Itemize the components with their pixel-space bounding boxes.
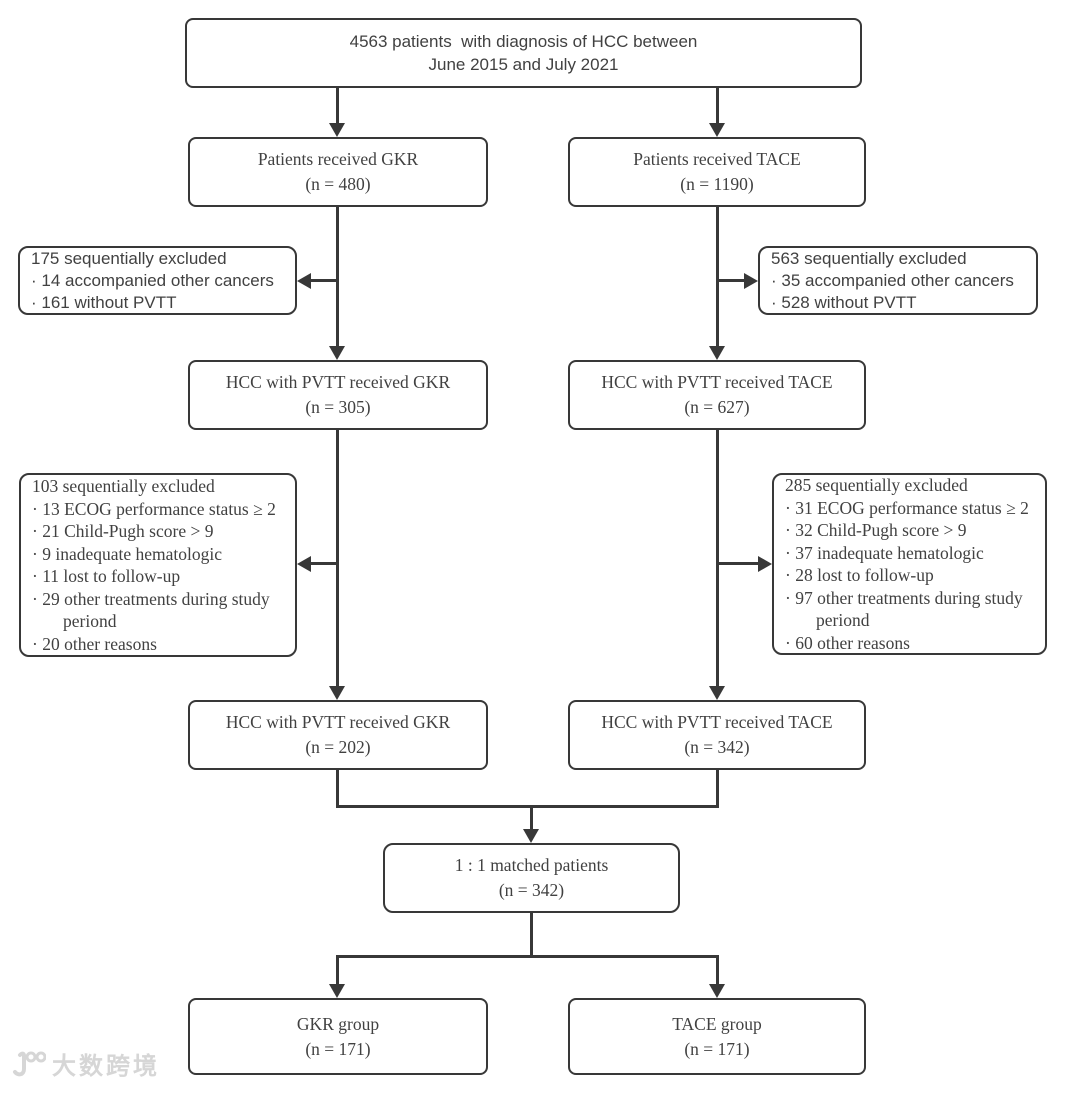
exclusion-line: · 9 inadequate hematologic	[32, 543, 222, 564]
split-left-drop	[336, 955, 339, 984]
merge-right-drop	[716, 770, 719, 808]
arrowhead-down-icon	[329, 984, 345, 998]
exclusion-line: · 528 without PVTT	[771, 292, 917, 312]
box-gkr-group-line2: (n = 171)	[305, 1038, 371, 1059]
box-tace-received-line2: (n = 1190)	[680, 174, 754, 194]
arrowhead-down-icon	[329, 123, 345, 137]
box-start-line2: June 2015 and July 2021	[428, 55, 619, 74]
connector-tace-pvtt-after	[716, 430, 719, 686]
exclusion-line-continuation: periond	[816, 610, 870, 630]
box-gkr-received: Patients received GKR (n = 480)	[188, 137, 488, 207]
box-gkr-pvtt: HCC with PVTT received GKR (n = 305)	[188, 360, 488, 430]
arrowhead-right-icon	[758, 556, 772, 572]
box-tace-after-exclusion: HCC with PVTT received TACE (n = 342)	[568, 700, 866, 770]
connector-gkr-received-pvtt	[336, 207, 339, 346]
box-tace-group-line1: TACE group	[672, 1013, 762, 1034]
box-tace-received-line1: Patients received TACE	[633, 149, 801, 169]
exclusion-line: · 32 Child-Pugh score > 9	[785, 520, 967, 540]
exclusion-line: · 28 lost to follow-up	[785, 565, 934, 585]
box-tace-after-line1: HCC with PVTT received TACE	[601, 712, 833, 732]
box-gkr-pvtt-line2: (n = 305)	[305, 397, 371, 417]
arrowhead-left-icon	[297, 273, 311, 289]
watermark-logo-icon	[12, 1049, 46, 1079]
arrowhead-down-icon	[523, 829, 539, 843]
exclusion-line: · 97 other treatments during study	[785, 587, 1023, 608]
exclusion-line: · 13 ECOG performance status ≥ 2	[32, 498, 276, 519]
box-matched-line2: (n = 342)	[498, 880, 565, 900]
arrowhead-left-icon	[297, 556, 311, 572]
merge-left-drop	[336, 770, 339, 808]
exclusion-line: 563 sequentially excluded	[771, 248, 967, 268]
exclusion-line: 175 sequentially excluded	[31, 248, 227, 268]
branch-gkr-exclusion1	[311, 279, 338, 282]
box-tace-pvtt-line2: (n = 627)	[684, 397, 750, 417]
exclusion-line: · 37 inadequate hematologic	[785, 542, 984, 563]
arrowhead-right-icon	[744, 273, 758, 289]
split-center-drop	[530, 913, 533, 958]
arrowhead-down-icon	[709, 123, 725, 137]
box-gkr-after-exclusion: HCC with PVTT received GKR (n = 202)	[188, 700, 488, 770]
box-tace-after-line2: (n = 342)	[684, 737, 750, 757]
exclusion-line: · 20 other reasons	[32, 633, 157, 654]
box-matched: 1 : 1 matched patients (n = 342)	[383, 843, 680, 913]
box-gkr-exclusion1: 175 sequentially excluded · 14 accompani…	[18, 246, 297, 315]
arrowhead-down-icon	[709, 984, 725, 998]
exclusion-line: · 21 Child-Pugh score > 9	[32, 521, 214, 541]
box-tace-pvtt: HCC with PVTT received TACE (n = 627)	[568, 360, 866, 430]
box-tace-group-line2: (n = 171)	[684, 1038, 750, 1059]
box-tace-pvtt-line1: HCC with PVTT received TACE	[601, 372, 833, 392]
connector-start-gkr	[336, 88, 339, 123]
box-gkr-group: GKR group (n = 171)	[188, 998, 488, 1075]
branch-tace-exclusion1	[716, 279, 744, 282]
branch-gkr-exclusion2	[311, 562, 338, 565]
split-horizontal	[336, 955, 719, 958]
merge-horizontal	[336, 805, 719, 808]
exclusion-line-continuation: periond	[63, 611, 117, 631]
exclusion-line: · 29 other treatments during study	[32, 588, 270, 609]
watermark-text: 大数跨境	[52, 1053, 160, 1080]
box-gkr-after-line2: (n = 202)	[305, 737, 371, 757]
connector-start-tace	[716, 88, 719, 123]
exclusion-line: 103 sequentially excluded	[32, 476, 215, 496]
box-gkr-group-line1: GKR group	[296, 1013, 380, 1034]
box-gkr-received-line1: Patients received GKR	[257, 149, 419, 169]
connector-gkr-pvtt-after	[336, 430, 339, 686]
exclusion-line: · 31 ECOG performance status ≥ 2	[785, 497, 1029, 518]
branch-tace-exclusion2	[716, 562, 758, 565]
arrowhead-down-icon	[329, 346, 345, 360]
split-right-drop	[716, 955, 719, 984]
connector-tace-received-pvtt	[716, 207, 719, 346]
box-tace-received: Patients received TACE (n = 1190)	[568, 137, 866, 207]
box-start: 4563 patients with diagnosis of HCC betw…	[185, 18, 862, 88]
exclusion-line: · 35 accompanied other cancers	[771, 270, 1014, 290]
box-matched-line1: 1 : 1 matched patients	[454, 855, 609, 875]
box-gkr-after-line1: HCC with PVTT received GKR	[225, 712, 451, 732]
exclusion-line: · 161 without PVTT	[31, 292, 177, 312]
box-tace-group: TACE group (n = 171)	[568, 998, 866, 1075]
arrowhead-down-icon	[329, 686, 345, 700]
exclusion-line: · 14 accompanied other cancers	[31, 270, 274, 290]
watermark: 大数跨境	[12, 1046, 160, 1081]
merge-center-drop	[530, 805, 533, 829]
box-tace-exclusion2: 285 sequentially excluded · 31 ECOG perf…	[772, 473, 1047, 655]
box-gkr-exclusion2: 103 sequentially excluded · 13 ECOG perf…	[19, 473, 297, 657]
arrowhead-down-icon	[709, 686, 725, 700]
box-gkr-pvtt-line1: HCC with PVTT received GKR	[225, 372, 451, 392]
box-start-line1: 4563 patients with diagnosis of HCC betw…	[349, 32, 698, 51]
box-tace-exclusion1: 563 sequentially excluded · 35 accompani…	[758, 246, 1038, 315]
exclusion-line: 285 sequentially excluded	[785, 475, 968, 495]
arrowhead-down-icon	[709, 346, 725, 360]
exclusion-line: · 60 other reasons	[785, 632, 910, 653]
box-gkr-received-line2: (n = 480)	[305, 174, 371, 194]
exclusion-line: · 11 lost to follow-up	[32, 566, 181, 586]
